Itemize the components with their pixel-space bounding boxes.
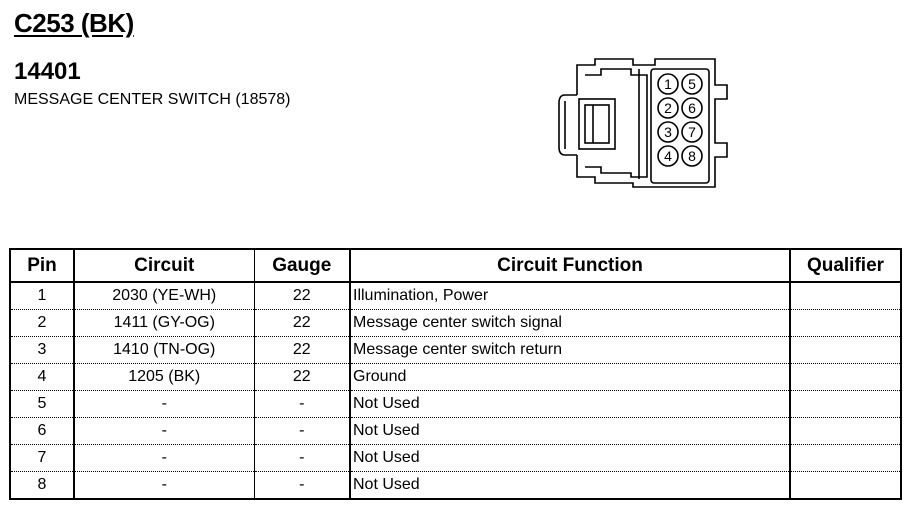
pin-cell: 6 bbox=[9, 417, 75, 445]
component-description: MESSAGE CENTER SWITCH (18578) bbox=[14, 91, 291, 108]
connector-pin-4 bbox=[657, 145, 679, 167]
qualifier-cell bbox=[789, 363, 902, 391]
connector-pin-7 bbox=[681, 121, 703, 143]
connector-pin-label: 3 bbox=[664, 124, 672, 140]
circuit-cell: - bbox=[73, 390, 255, 418]
qualifier-cell bbox=[789, 417, 902, 445]
function-cell: Message center switch signal bbox=[349, 309, 791, 337]
qualifier-cell bbox=[789, 309, 902, 337]
column-header-qualifier: Qualifier bbox=[789, 248, 902, 283]
pin-cell: 1 bbox=[9, 281, 75, 310]
pin-cell: 7 bbox=[9, 444, 75, 472]
circuit-cell: 1205 (BK) bbox=[73, 363, 255, 391]
table-row: 8 - - Not Used bbox=[9, 471, 902, 500]
qualifier-cell bbox=[789, 471, 902, 500]
connector-pin-5 bbox=[681, 73, 703, 95]
connector-pin-3 bbox=[657, 121, 679, 143]
connector-pin-2 bbox=[657, 97, 679, 119]
qualifier-cell bbox=[789, 444, 902, 472]
pin-cell: 4 bbox=[9, 363, 75, 391]
pinout-table: Pin Circuit Gauge Circuit Function Quali… bbox=[9, 248, 902, 500]
gauge-cell: 22 bbox=[253, 309, 351, 337]
connector-pin-6 bbox=[681, 97, 703, 119]
table-row: 7 - - Not Used bbox=[9, 444, 902, 472]
function-cell: Message center switch return bbox=[349, 336, 791, 364]
connector-face-diagram: 1 2 3 4 5 6 7 8 bbox=[558, 58, 728, 188]
function-cell: Illumination, Power bbox=[349, 281, 791, 310]
part-number: 14401 bbox=[14, 58, 81, 85]
connector-pin-1 bbox=[657, 73, 679, 95]
circuit-cell: 1411 (GY-OG) bbox=[73, 309, 255, 337]
pin-cell: 8 bbox=[9, 471, 75, 500]
gauge-cell: - bbox=[253, 417, 351, 445]
column-header-circuit: Circuit bbox=[73, 248, 255, 283]
gauge-cell: 22 bbox=[253, 363, 351, 391]
column-header-circuit-function: Circuit Function bbox=[349, 248, 791, 283]
function-cell: Not Used bbox=[349, 471, 791, 500]
connector-pin-label: 5 bbox=[688, 76, 696, 92]
gauge-cell: 22 bbox=[253, 336, 351, 364]
connector-pin-label: 8 bbox=[688, 148, 696, 164]
connector-pin-label: 2 bbox=[664, 100, 672, 116]
table-row: 4 1205 (BK) 22 Ground bbox=[9, 363, 902, 391]
gauge-cell: - bbox=[253, 444, 351, 472]
table-row: 5 - - Not Used bbox=[9, 390, 902, 418]
circuit-cell: - bbox=[73, 471, 255, 500]
function-cell: Not Used bbox=[349, 390, 791, 418]
column-header-gauge: Gauge bbox=[253, 248, 351, 283]
connector-pin-8 bbox=[681, 145, 703, 167]
qualifier-cell bbox=[789, 336, 902, 364]
connector-pin-label: 7 bbox=[688, 124, 696, 140]
circuit-cell: 2030 (YE-WH) bbox=[73, 281, 255, 310]
qualifier-cell bbox=[789, 390, 902, 418]
function-cell: Ground bbox=[349, 363, 791, 391]
function-cell: Not Used bbox=[349, 417, 791, 445]
gauge-cell: - bbox=[253, 390, 351, 418]
table-row: 1 2030 (YE-WH) 22 Illumination, Power bbox=[9, 281, 902, 310]
connector-pin-label: 4 bbox=[664, 148, 672, 164]
gauge-cell: - bbox=[253, 471, 351, 500]
circuit-cell: - bbox=[73, 444, 255, 472]
pin-cell: 5 bbox=[9, 390, 75, 418]
column-header-pin: Pin bbox=[9, 248, 75, 283]
qualifier-cell bbox=[789, 281, 902, 310]
table-header-row: Pin Circuit Gauge Circuit Function Quali… bbox=[9, 248, 902, 283]
pin-cell: 2 bbox=[9, 309, 75, 337]
table-row: 6 - - Not Used bbox=[9, 417, 902, 445]
table-row: 3 1410 (TN-OG) 22 Message center switch … bbox=[9, 336, 902, 364]
connector-pin-label: 6 bbox=[688, 100, 696, 116]
circuit-cell: - bbox=[73, 417, 255, 445]
gauge-cell: 22 bbox=[253, 281, 351, 310]
circuit-cell: 1410 (TN-OG) bbox=[73, 336, 255, 364]
table-row: 2 1411 (GY-OG) 22 Message center switch … bbox=[9, 309, 902, 337]
connector-title: C253 (BK) bbox=[14, 8, 134, 38]
connector-pin-label: 1 bbox=[664, 76, 672, 92]
function-cell: Not Used bbox=[349, 444, 791, 472]
pin-cell: 3 bbox=[9, 336, 75, 364]
